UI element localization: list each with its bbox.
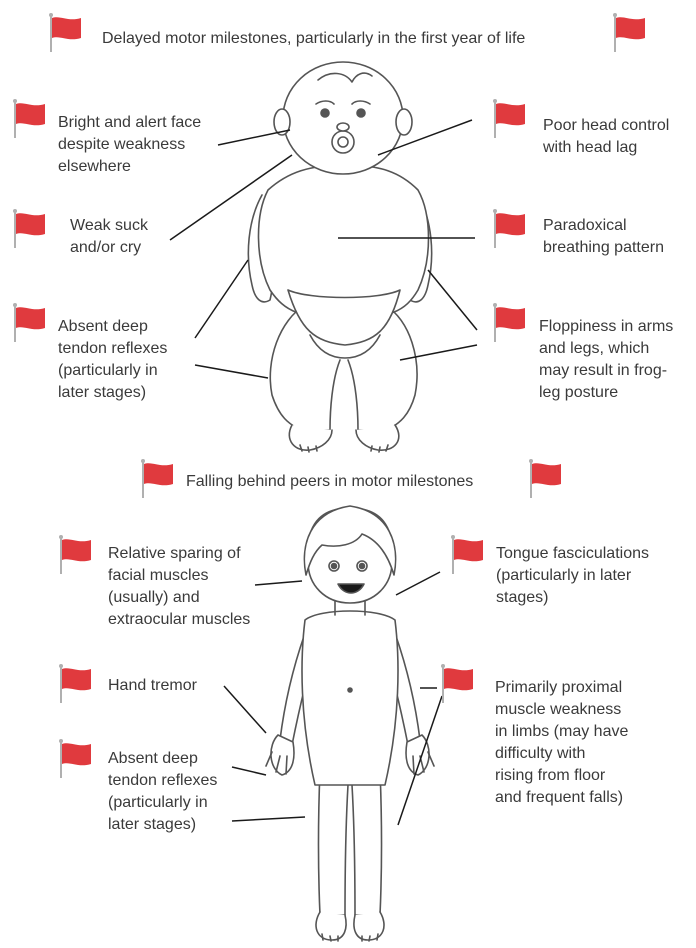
leader-child-reflexes-lower xyxy=(232,817,305,821)
sign-alert-face: Bright and alert face despite weakness e… xyxy=(58,112,201,178)
leader-hand-tremor xyxy=(224,686,266,733)
red-flag-icon xyxy=(58,738,92,778)
leader-child-reflexes-upper xyxy=(232,767,266,775)
red-flag-icon xyxy=(492,208,526,248)
child-header: Falling behind peers in motor milestones xyxy=(186,471,473,493)
red-flag-icon xyxy=(140,458,174,498)
red-flag-icon xyxy=(12,208,46,248)
red-flag-icon xyxy=(12,302,46,342)
infant-header: Delayed motor milestones, particularly i… xyxy=(102,28,525,50)
leader-tongue xyxy=(396,572,440,595)
child-figure xyxy=(266,506,434,941)
sign-infant-absent-reflexes: Absent deep tendon reflexes (particularl… xyxy=(58,316,167,404)
red-flag-icon xyxy=(528,458,562,498)
red-flag-icon xyxy=(12,98,46,138)
leader-facial-sparing xyxy=(255,581,302,585)
infant-figure xyxy=(248,62,431,452)
sign-hand-tremor: Hand tremor xyxy=(108,675,197,697)
leader-floppiness-upper xyxy=(428,270,477,330)
sign-weak-suck: Weak suck and/or cry xyxy=(70,215,148,259)
red-flag-icon xyxy=(440,663,474,703)
red-flag-icon xyxy=(450,534,484,574)
sign-floppiness: Floppiness in arms and legs, which may r… xyxy=(539,316,673,404)
red-flag-icon xyxy=(492,98,526,138)
red-flag-icon xyxy=(58,663,92,703)
leader-reflexes-upper xyxy=(195,260,248,338)
sign-head-control: Poor head control with head lag xyxy=(543,115,669,159)
sign-facial-sparing: Relative sparing of facial muscles (usua… xyxy=(108,543,250,631)
red-flag-icon xyxy=(58,534,92,574)
sign-breathing: Paradoxical breathing pattern xyxy=(543,215,664,259)
sign-tongue: Tongue fasciculations (particularly in l… xyxy=(496,543,649,609)
sign-proximal-weakness: Primarily proximal muscle weakness in li… xyxy=(495,677,628,809)
red-flag-icon xyxy=(612,12,646,52)
sign-child-absent-reflexes: Absent deep tendon reflexes (particularl… xyxy=(108,748,217,836)
red-flag-icon xyxy=(48,12,82,52)
red-flag-icon xyxy=(492,302,526,342)
leader-reflexes-lower xyxy=(195,365,268,378)
leader-alert-face xyxy=(218,130,290,145)
